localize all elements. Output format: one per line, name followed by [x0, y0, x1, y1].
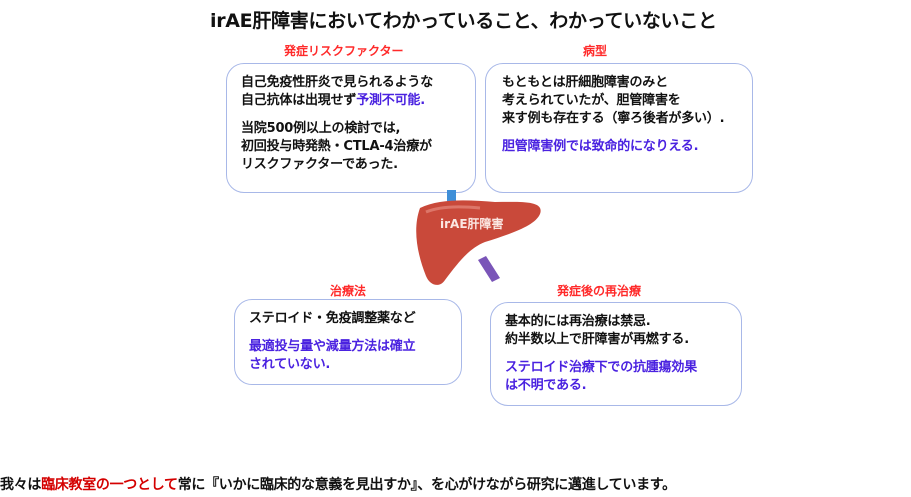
treatment-label: 治療法	[330, 284, 367, 298]
liver-label: irAE肝障害	[440, 217, 504, 231]
page-title: irAE肝障害においてわかっていること、わかっていないこと	[210, 10, 717, 32]
treatment-line-3: されていない.	[249, 357, 331, 372]
risk-line-2: 自己抗体は出現せず予測不可能.	[241, 92, 461, 110]
treatment-line-1: ステロイド・免疫調整薬など	[249, 311, 416, 326]
pathology-label: 病型	[583, 44, 608, 58]
pathology-line-3: 来す例も存在する（寧ろ後者が多い）.	[502, 111, 725, 126]
risk-factor-box: 自己免疫性肝炎で見られるような 自己抗体は出現せず予測不可能. 当院500例以上…	[226, 63, 476, 193]
risk-line-3: 当院500例以上の検討では,	[241, 121, 401, 136]
retreatment-line-2: 約半数以上で肝障害が再燃する.	[505, 332, 689, 347]
risk-line-2a: 自己抗体は出現せず	[241, 93, 357, 108]
retreatment-line-1: 基本的には再治療は禁忌.	[505, 314, 651, 329]
footer-part-1: 我々は	[0, 477, 42, 493]
retreatment-line-4: は不明である.	[505, 378, 587, 393]
footer-highlight: 臨床教室の一つとして	[41, 477, 178, 493]
risk-line-1: 自己免疫性肝炎で見られるような	[241, 75, 434, 90]
retreatment-label: 発症後の再治療	[557, 284, 642, 298]
pathology-line-1: もともとは肝細胞障害のみと	[502, 75, 668, 90]
footer-part-3: 常に『いかに臨床的な意義を見出すか』、を心がけながら研究に邁進しています。	[177, 477, 676, 493]
risk-line-5: リスクファクターであった.	[241, 157, 398, 172]
risk-line-4: 初回投与時発熱・CTLA-4治療が	[241, 139, 432, 154]
retreatment-line-3: ステロイド治療下での抗腫瘍効果	[505, 360, 698, 375]
unpredictable-highlight: 予測不可能.	[356, 93, 425, 108]
risk-factor-label: 発症リスクファクター	[284, 44, 404, 58]
pathology-line-4: 胆管障害例では致命的になりえる.	[502, 139, 699, 154]
pathology-box: もともとは肝細胞障害のみと 考えられていたが、胆管障害を 来す例も存在する（寧ろ…	[485, 63, 753, 193]
retreatment-box: 基本的には再治療は禁忌. 約半数以上で肝障害が再燃する. ステロイド治療下での抗…	[490, 302, 742, 406]
pathology-line-2: 考えられていたが、胆管障害を	[502, 93, 681, 108]
treatment-line-2: 最適投与量や減量方法は確立	[249, 339, 416, 354]
footer-statement: 我々は臨床教室の一つとして常に『いかに臨床的な意義を見出すか』、を心がけながら研…	[0, 474, 911, 494]
liver-icon	[416, 190, 541, 285]
treatment-box: ステロイド・免疫調整薬など 最適投与量や減量方法は確立 されていない.	[234, 299, 462, 385]
